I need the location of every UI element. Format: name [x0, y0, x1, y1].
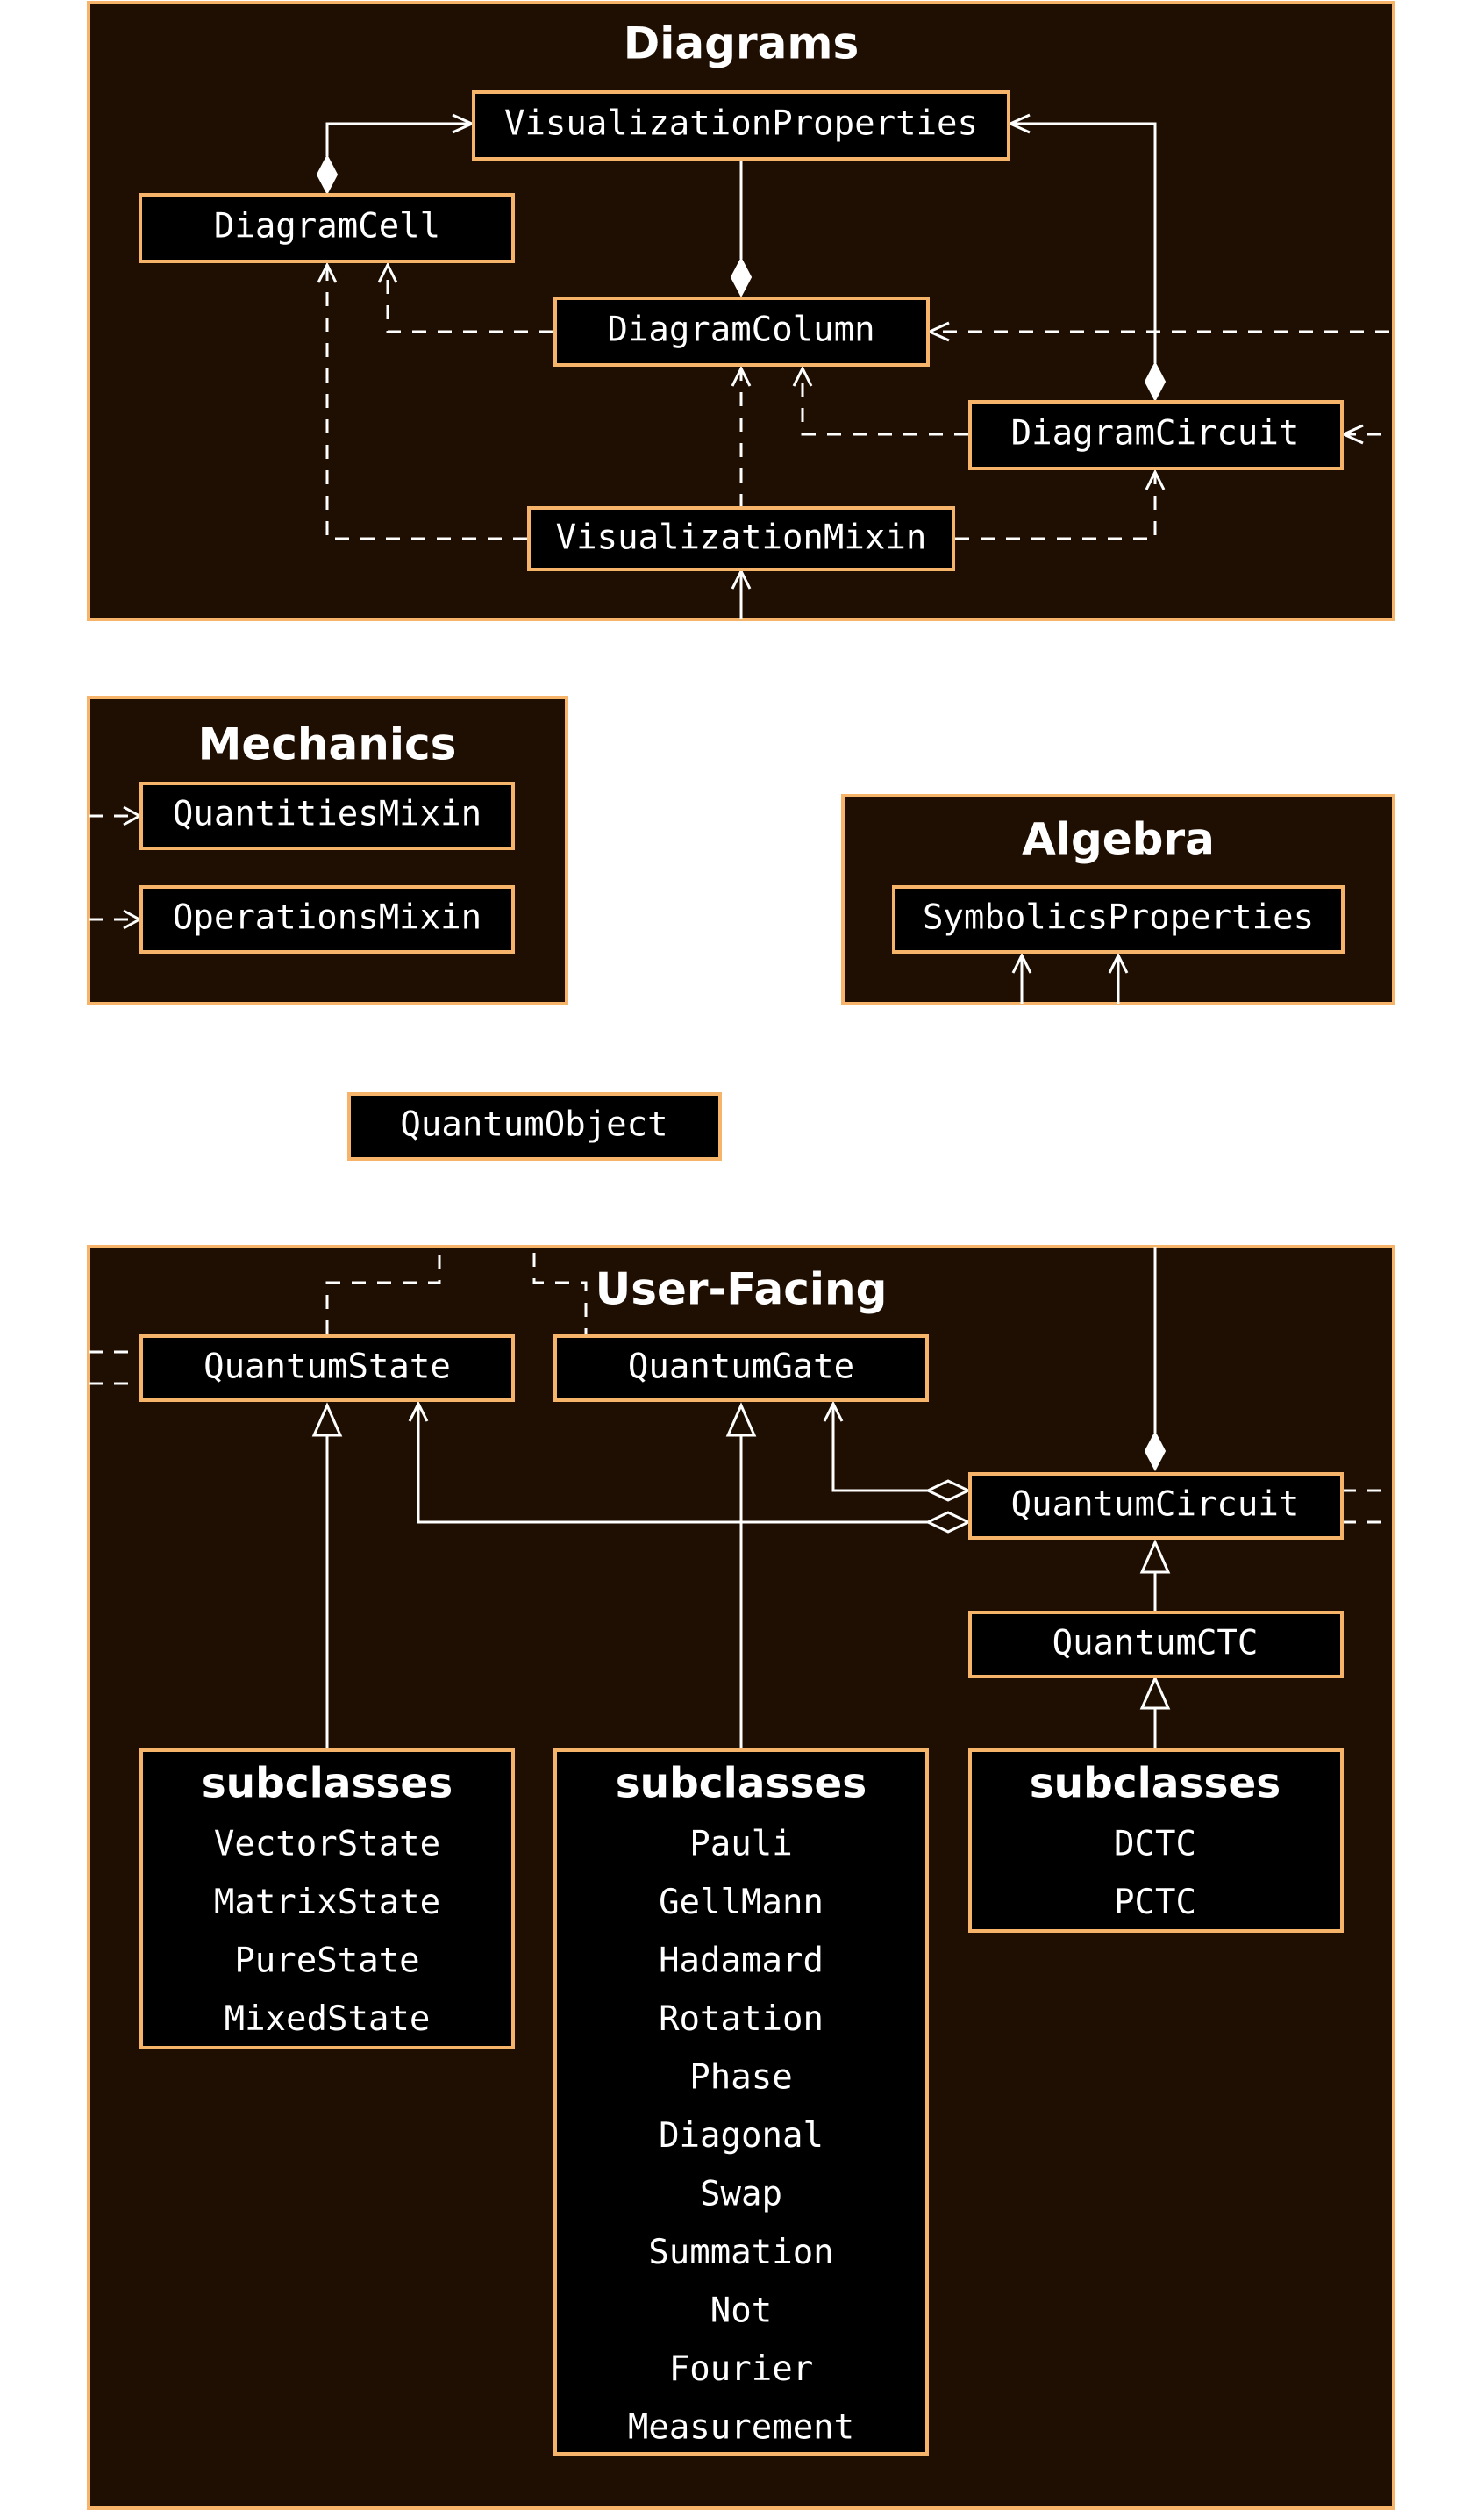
subclass-item: MixedState: [225, 1999, 431, 2039]
class-label: VisualizationProperties: [504, 104, 978, 144]
class-quantum-state[interactable]: QuantumState: [139, 1334, 515, 1402]
group-title-mechanics: Mechanics: [198, 719, 457, 770]
class-label: VisualizationMixin: [556, 518, 927, 558]
aggregation-diamond: [924, 1511, 972, 1534]
arrowhead: [1011, 952, 1032, 974]
edge-circuit-to-column: [801, 370, 968, 436]
edge-circuit-to-visprops: [1012, 122, 1157, 363]
group-title-algebra: Algebra: [1022, 814, 1215, 865]
class-diagram-column[interactable]: DiagramColumn: [553, 297, 930, 367]
edge-circuit-to-gate: [831, 1405, 928, 1492]
subclasses-ctc: subclasses DCTC PCTC: [968, 1748, 1344, 1933]
composition-diamond: [730, 256, 753, 298]
inheritance-triangle: [1139, 1675, 1171, 1710]
subclass-item: Hadamard: [659, 1941, 824, 1981]
class-diagram-circuit[interactable]: DiagramCircuit: [968, 400, 1344, 470]
class-quantum-object[interactable]: QuantumObject: [347, 1092, 722, 1161]
class-label: DiagramCircuit: [1011, 414, 1300, 454]
subclass-item: Pauli: [689, 1825, 792, 1864]
class-label: QuantumCTC: [1052, 1624, 1259, 1663]
inheritance-triangle: [311, 1402, 343, 1437]
aggregation-diamond: [924, 1479, 972, 1502]
arrowhead: [823, 1400, 844, 1422]
subclass-item: Not: [710, 2292, 772, 2331]
class-symbolics-properties[interactable]: SymbolicsProperties: [892, 885, 1345, 954]
edge-state-stub: [325, 1253, 441, 1334]
subclass-item: Fourier: [669, 2349, 813, 2389]
arrowhead: [317, 261, 338, 283]
edge-circuit-to-state: [417, 1405, 928, 1524]
class-visualization-properties[interactable]: VisualizationProperties: [472, 90, 1010, 161]
class-label: QuantumGate: [628, 1348, 854, 1387]
arrowhead: [377, 261, 398, 283]
edge-column-to-cell: [386, 267, 553, 333]
subclass-item: Summation: [648, 2233, 833, 2272]
class-label: QuantitiesMixin: [173, 795, 482, 834]
arrowhead: [731, 365, 752, 387]
class-operations-mixin[interactable]: OperationsMixin: [139, 885, 515, 954]
subclass-item: Phase: [689, 2058, 792, 2098]
subclass-item: PCTC: [1114, 1883, 1196, 1922]
class-label: DiagramColumn: [607, 311, 874, 350]
arrowhead: [792, 365, 813, 387]
subclasses-heading: subclasses: [202, 1760, 453, 1808]
subclass-item: DCTC: [1114, 1825, 1196, 1864]
subclass-item: Rotation: [659, 1999, 824, 2039]
class-label: QuantumObject: [400, 1105, 667, 1145]
subclasses-state: subclasses VectorStateMatrixStatePureSta…: [139, 1748, 515, 2049]
class-label: DiagramCell: [214, 207, 440, 247]
class-visualization-mixin[interactable]: VisualizationMixin: [527, 506, 955, 571]
subclass-item: PureState: [234, 1941, 419, 1981]
composition-diamond: [1144, 1430, 1167, 1472]
edge-gate-stub: [532, 1253, 588, 1334]
class-quantum-gate[interactable]: QuantumGate: [553, 1334, 929, 1402]
subclasses-heading: subclasses: [1030, 1760, 1281, 1808]
subclasses-gate: subclasses PauliGellMannHadamardRotation…: [553, 1748, 929, 2456]
arrowhead: [408, 1400, 429, 1422]
inheritance-triangle: [1139, 1539, 1171, 1574]
inheritance-triangle: [725, 1402, 757, 1437]
arrowhead: [1145, 468, 1166, 490]
class-label: QuantumCircuit: [1011, 1485, 1300, 1525]
subclass-item: VectorState: [214, 1825, 440, 1864]
subclass-item: Diagonal: [659, 2116, 824, 2156]
subclass-item: GellMann: [659, 1883, 824, 1922]
class-diagram-cell[interactable]: DiagramCell: [139, 193, 515, 263]
class-label: QuantumState: [203, 1348, 451, 1387]
group-mechanics: Mechanics: [87, 696, 568, 1005]
class-quantities-mixin[interactable]: QuantitiesMixin: [139, 782, 515, 850]
arrowhead: [1108, 952, 1129, 974]
subclass-item: Swap: [700, 2175, 782, 2214]
subclasses-heading: subclasses: [616, 1760, 867, 1808]
connectors-user-facing: [89, 1247, 1389, 1748]
edge-cell-to-visprops: [325, 122, 470, 156]
subclass-item: MatrixState: [214, 1883, 440, 1922]
class-label: OperationsMixin: [173, 898, 482, 938]
subclass-item: Measurement: [628, 2408, 854, 2448]
group-title-diagrams: Diagrams: [624, 18, 859, 69]
class-label: SymbolicsProperties: [923, 898, 1314, 938]
class-quantum-circuit[interactable]: QuantumCircuit: [968, 1472, 1344, 1540]
group-title-user-facing: User-Facing: [596, 1264, 888, 1315]
class-quantum-ctc[interactable]: QuantumCTC: [968, 1611, 1344, 1678]
